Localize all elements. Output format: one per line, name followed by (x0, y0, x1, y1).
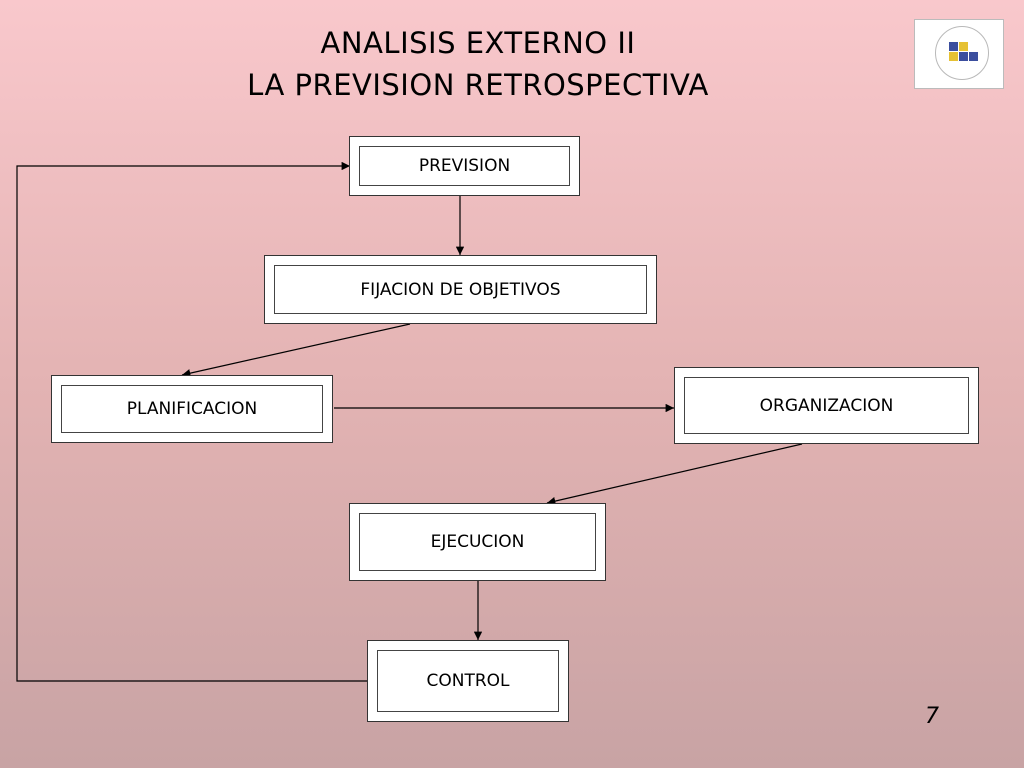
slide-title-line-1: ANALISIS EXTERNO II (320, 26, 636, 60)
arrow-fijacion-to-planificacion (181, 323, 411, 378)
node-fijacion-label: FIJACION DE OBJETIVOS (274, 265, 647, 314)
node-prevision-label: PREVISION (359, 146, 570, 186)
node-prevision: PREVISION (349, 136, 580, 196)
arrow-organizacion-to-ejecucion (546, 443, 803, 506)
node-fijacion-de-objetivos: FIJACION DE OBJETIVOS (264, 255, 657, 324)
node-control-label: CONTROL (377, 650, 559, 712)
node-control: CONTROL (367, 640, 569, 722)
node-planificacion-label: PLANIFICACION (61, 385, 323, 433)
slide-title-line-2: LA PREVISION RETROSPECTIVA (247, 68, 709, 102)
arrow-control-to-prevision (16, 161, 367, 682)
node-ejecucion-label: EJECUCION (359, 513, 596, 571)
page-number: 7 (925, 704, 939, 729)
logo-square-icon (959, 52, 968, 61)
logo-square-icon (949, 52, 958, 61)
node-organizacion: ORGANIZACION (674, 367, 979, 444)
node-ejecucion: EJECUCION (349, 503, 606, 581)
node-organizacion-label: ORGANIZACION (684, 377, 969, 434)
node-planificacion: PLANIFICACION (51, 375, 333, 443)
logo-square-icon (959, 42, 968, 51)
university-logo (914, 19, 1004, 89)
logo-square-icon (969, 52, 978, 61)
logo-seal-circle (935, 26, 989, 80)
logo-square-icon (949, 42, 958, 51)
